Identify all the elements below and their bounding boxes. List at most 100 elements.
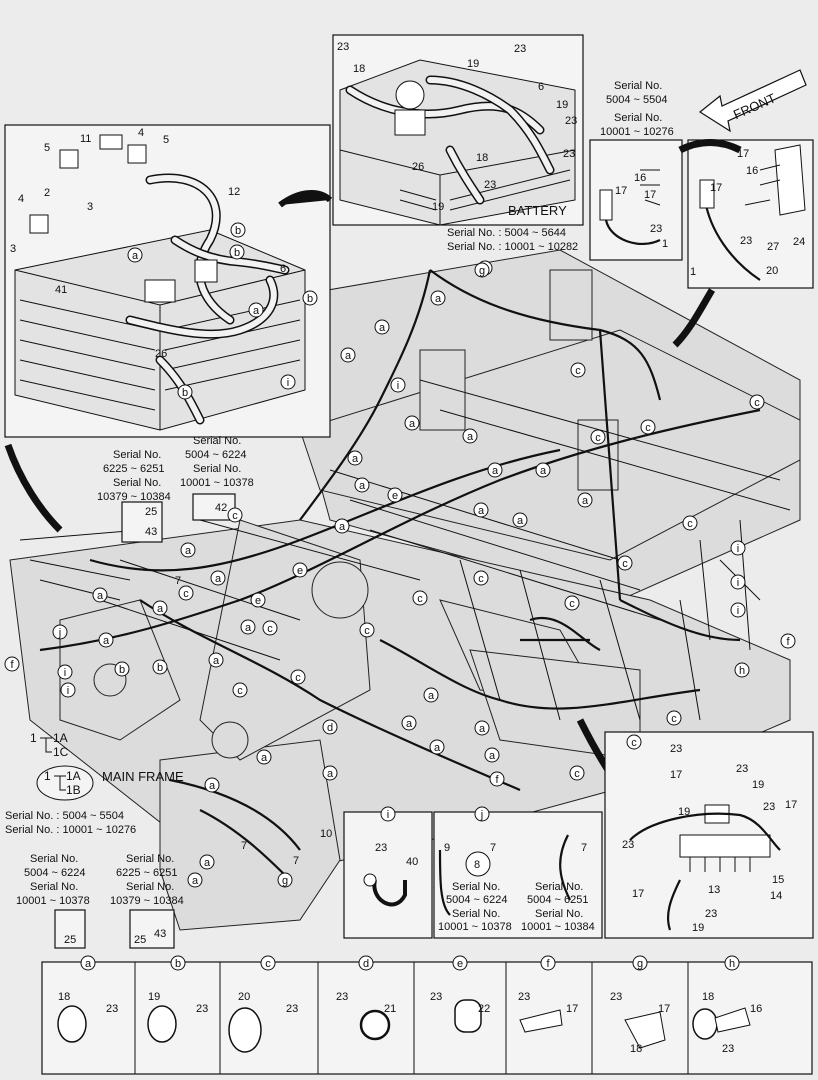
detail-ref-c: c <box>617 555 633 571</box>
detail-ref-h: h <box>734 662 750 678</box>
battery-left-part: 3 <box>87 201 93 213</box>
svg-text:d: d <box>363 958 369 970</box>
svg-text:a: a <box>85 958 92 970</box>
battery-left-part: 2 <box>44 187 50 199</box>
panel-g-part: 18 <box>630 1043 642 1055</box>
detail-ref-a: a <box>429 739 445 755</box>
svg-text:b: b <box>307 293 313 305</box>
panel-h-part: 16 <box>750 1003 762 1015</box>
panel-g-part: 23 <box>610 991 622 1003</box>
mid-serial-b3: Serial No. <box>193 463 241 475</box>
svg-text:a: a <box>359 480 366 492</box>
detail-ref-e: e <box>250 592 266 608</box>
part-7-a: 7 <box>175 575 181 587</box>
detail-ref-a: a <box>248 302 264 318</box>
svg-text:f: f <box>495 774 499 786</box>
part-7-j2: 7 <box>581 842 587 854</box>
battery-top-part: 23 <box>337 41 349 53</box>
panel-e-part: 22 <box>478 1003 490 1015</box>
svg-text:c: c <box>645 422 651 434</box>
battery-label: BATTERY <box>508 203 567 218</box>
svg-text:c: c <box>265 958 271 970</box>
battery-left-part: 5 <box>163 134 169 146</box>
svg-text:a: a <box>479 723 486 735</box>
detail-ref-f: f <box>4 656 20 672</box>
panel-letter-e: e <box>452 955 468 971</box>
svg-text:a: a <box>213 655 220 667</box>
detail-ref-b: b <box>302 290 318 306</box>
battery-top-part: 26 <box>412 161 424 173</box>
detail-ref-a: a <box>484 747 500 763</box>
detail-ref-a: a <box>512 512 528 528</box>
detail-ref-c: c <box>262 620 278 636</box>
svg-text:a: a <box>245 622 252 634</box>
bl-serial-a4: 10001 ~ 10378 <box>16 895 90 907</box>
svg-text:a: a <box>492 465 499 477</box>
detail-ref-a: a <box>347 450 363 466</box>
svg-text:a: a <box>478 505 485 517</box>
svg-text:c: c <box>687 518 693 530</box>
detail-ref-b: b <box>114 661 130 677</box>
svg-text:a: a <box>409 418 416 430</box>
detail-ref-c: c <box>570 362 586 378</box>
connector-part: 16 <box>634 172 646 184</box>
connector-part: 1 <box>662 238 668 250</box>
detail-ref-i: i <box>730 602 746 618</box>
battery-detail-inset-top <box>332 34 584 226</box>
detail-ref-a: a <box>98 632 114 648</box>
detail-ref-c: c <box>749 394 765 410</box>
part-25-b: 25 <box>64 934 76 946</box>
left-serial-1: Serial No. : 5004 ~ 5504 <box>5 810 124 822</box>
j-serial-b3: Serial No. <box>535 908 583 920</box>
fuse-box-part: 14 <box>770 890 782 902</box>
callouts-layer: abbabbaacccccaaaaaaaaacaeaaeecaccccccccc… <box>4 222 796 1055</box>
detail-ref-a: a <box>473 502 489 518</box>
svg-text:c: c <box>622 558 628 570</box>
topright-serial-3: Serial No. <box>614 112 662 124</box>
svg-text:i: i <box>67 685 69 697</box>
panel-letter-f: f <box>540 955 556 971</box>
battery-left-part: 6 <box>280 263 286 275</box>
svg-text:c: c <box>595 432 601 444</box>
battery-top-part: 6 <box>538 81 544 93</box>
detail-ref-g: g <box>474 262 490 278</box>
battery-left-part: 3 <box>10 243 16 255</box>
svg-text:a: a <box>352 453 359 465</box>
detail-i-panel: i 23 40 <box>343 806 433 939</box>
detail-ref-e: e <box>292 562 308 578</box>
panel-h-part: 23 <box>722 1043 734 1055</box>
connector-part: 27 <box>767 241 779 253</box>
svg-text:f: f <box>10 659 14 671</box>
svg-text:c: c <box>478 573 484 585</box>
svg-text:i: i <box>397 380 399 392</box>
part-23-i: 23 <box>375 842 387 854</box>
svg-text:g: g <box>637 958 643 970</box>
panel-f-part: 23 <box>518 991 530 1003</box>
bl-serial-b3: Serial No. <box>126 881 174 893</box>
clamp-detail-row <box>41 961 813 1075</box>
bl-serial-a2: 5004 ~ 6224 <box>24 867 85 879</box>
detail-ref-a: a <box>577 492 593 508</box>
detail-ref-i: i <box>730 574 746 590</box>
detail-ref-d: d <box>322 719 338 735</box>
fuse-box-part: 19 <box>678 806 690 818</box>
mid-serial-a3: Serial No. <box>113 477 161 489</box>
svg-text:a: a <box>97 590 104 602</box>
detail-ref-e: e <box>387 487 403 503</box>
main-frame-label: MAIN FRAME <box>102 769 184 784</box>
mid-serial-a1: Serial No. <box>113 449 161 461</box>
bl-serial-a1: Serial No. <box>30 853 78 865</box>
legend-1: 1 <box>30 731 37 745</box>
part-40: 40 <box>406 856 418 868</box>
fuse-box-part: 17 <box>632 888 644 900</box>
detail-ref-a: a <box>92 587 108 603</box>
detail-ref-a: a <box>208 652 224 668</box>
connector-part: 17 <box>737 148 749 160</box>
panel-g-part: 17 <box>658 1003 670 1015</box>
detail-ref-c: c <box>569 765 585 781</box>
detail-ref-i: i <box>60 682 76 698</box>
connector-part: 23 <box>740 235 752 247</box>
svg-text:a: a <box>428 690 435 702</box>
connector-part: 1 <box>690 266 696 278</box>
svg-text:d: d <box>327 722 333 734</box>
